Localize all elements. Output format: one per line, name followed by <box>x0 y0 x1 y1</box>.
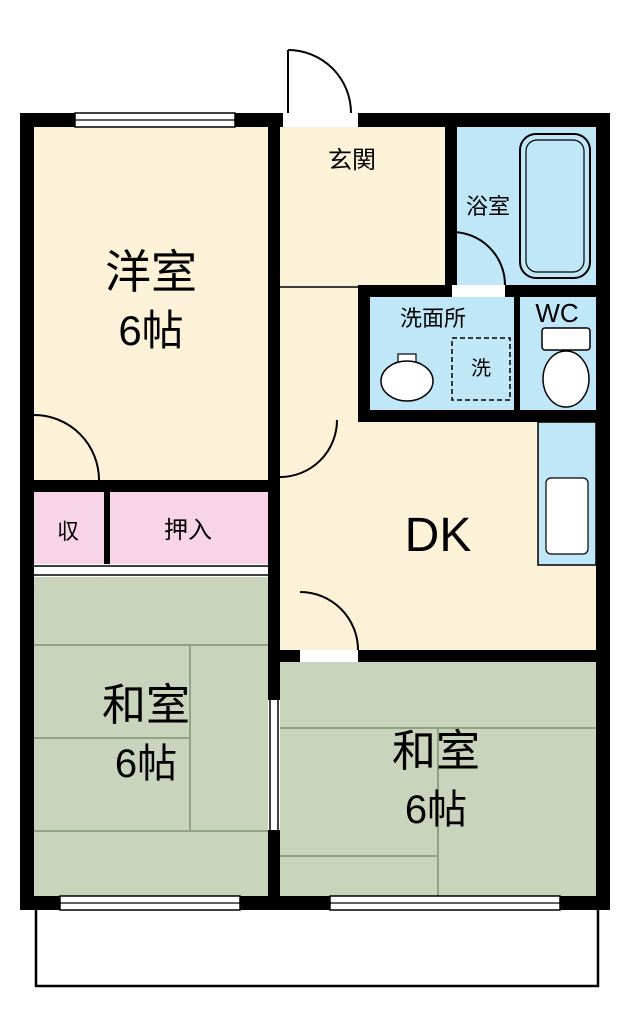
bathtub-inner-rim <box>525 139 585 273</box>
closet-label: 押入 <box>164 517 212 544</box>
japanese-left-fill <box>34 577 268 896</box>
sliding-doors <box>34 565 279 830</box>
wall-storage-divider <box>104 492 110 564</box>
japanese-left-size: 6帖 <box>114 742 178 786</box>
wall-washroom-wc <box>514 297 520 410</box>
japanese-right-label: 和室 <box>392 727 480 776</box>
washbasin <box>380 360 434 402</box>
corridor-fill <box>280 285 358 422</box>
wall-center-vertical-lower <box>268 830 280 896</box>
wall-dk-japanese-right <box>358 650 596 662</box>
bath-label: 浴室 <box>465 194 511 219</box>
wall-above-wc <box>505 285 596 297</box>
western-room-door-arc <box>33 414 100 481</box>
western-room-fill <box>34 127 268 480</box>
wall-genkan-bath <box>445 127 457 285</box>
wall-dk-japanese-left-stub <box>280 650 300 662</box>
western-room-label: 洋室 <box>105 246 197 298</box>
entrance-door-arc <box>287 49 352 114</box>
wall-corridor-washroom <box>358 285 370 422</box>
dk-japanese-door-arc <box>299 591 359 651</box>
japanese-right-size: 6帖 <box>404 788 468 832</box>
toilet-bowl <box>542 350 590 408</box>
washing-machine-label: 洗 <box>471 358 491 380</box>
toilet-tank <box>541 327 591 351</box>
balcony <box>34 906 600 988</box>
wall-western-right <box>268 127 280 480</box>
wall-outer-left <box>20 113 34 910</box>
wall-below-western <box>20 480 280 492</box>
bathtub <box>519 133 591 279</box>
corridor-dk-door-arc <box>279 419 338 478</box>
washroom-label: 洗面所 <box>399 306 467 331</box>
kitchen-sink <box>545 477 589 555</box>
closet-fill <box>110 492 268 564</box>
wall-above-washroom-left <box>370 285 452 297</box>
door-arcs <box>33 49 506 651</box>
windows <box>59 112 561 911</box>
fixtures <box>280 133 597 566</box>
western-room-size: 6帖 <box>118 307 184 354</box>
bath-door-arc <box>451 231 506 286</box>
japanese-left-label: 和室 <box>102 681 190 730</box>
tatami-lines <box>34 644 596 896</box>
wall-outer-right <box>596 113 610 910</box>
genkan-fill <box>280 127 445 285</box>
entrance-opening <box>283 113 358 127</box>
wc-label: WC <box>535 298 579 328</box>
wall-center-vertical-upper <box>268 480 280 700</box>
dk-label: DK <box>404 509 472 562</box>
storage-fill <box>34 492 104 564</box>
genkan-label: 玄関 <box>328 147 376 174</box>
wall-above-dk <box>358 410 596 422</box>
washing-machine <box>451 337 511 401</box>
storage-label: 収 <box>56 519 80 544</box>
